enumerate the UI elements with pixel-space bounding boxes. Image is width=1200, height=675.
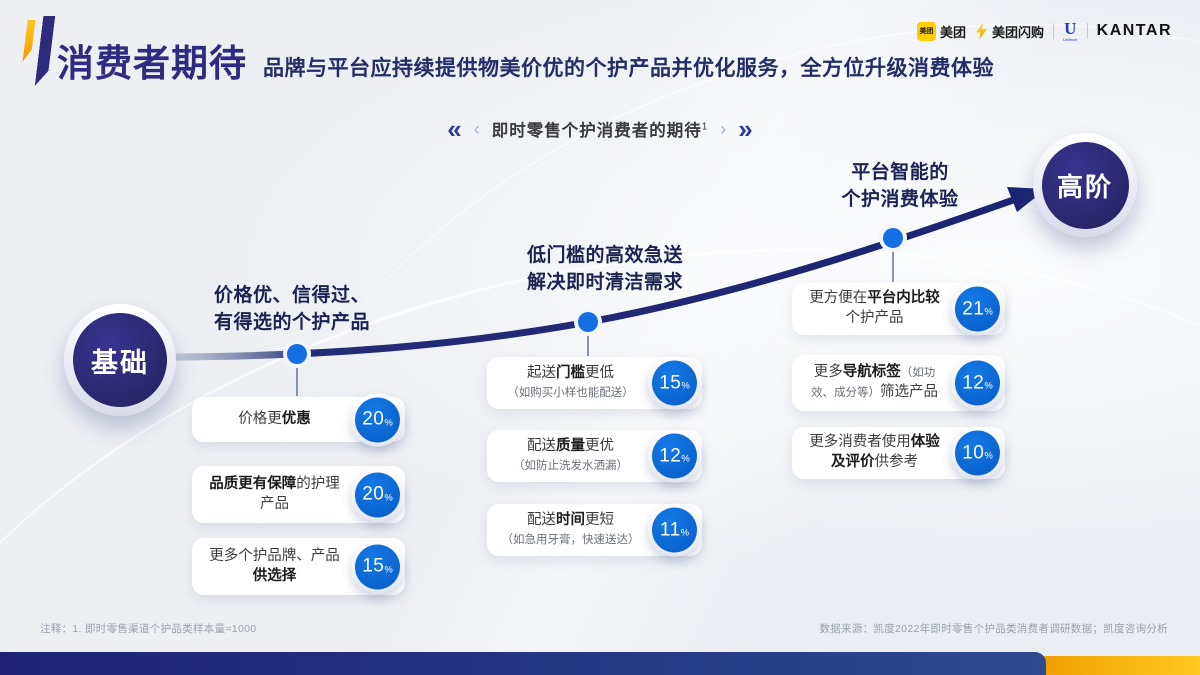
percent-badge: 15% [351, 540, 404, 593]
percent-badge: 12% [648, 429, 701, 483]
milestone-dot [578, 312, 598, 332]
section-banner: « ‹ 即时零售个护消费者的期待1 › » [0, 116, 1200, 142]
meituan-logo: 美团 美团 [916, 21, 966, 41]
chevron-left-small-icon: ‹ [473, 119, 480, 139]
logo-bar: 美团 美团 美团闪购 U Unilever KANTAR [916, 19, 1172, 42]
footnote-marker: 1 [701, 121, 709, 133]
bottom-bar-blue [0, 652, 1046, 675]
percent-badge: 11% [648, 503, 701, 557]
milestone-dot [287, 344, 307, 364]
banner-title: 即时零售个护消费者的期待1 [491, 121, 709, 141]
percent-badge: 20% [351, 393, 404, 446]
start-node: 基础 [64, 304, 176, 416]
page-title: 消费者期待 [57, 43, 247, 84]
footnote-left: 注释：1. 即时零售渠道个护品类样本量=1000 [40, 623, 257, 635]
stage-3-title: 平台智能的 个护消费体验 [841, 162, 959, 210]
stage-2-title: 低门槛的高效急送 解决即时清洁需求 [526, 245, 683, 293]
percent-badge: 10% [951, 426, 1004, 480]
page-subtitle: 品牌与平台应持续提供物美价优的个护产品并优化服务，全方位升级消费体验 [263, 57, 994, 80]
meituan-badge-icon: 美团 [916, 21, 936, 41]
percent-badge: 20% [351, 468, 404, 521]
start-node-label: 基础 [73, 313, 167, 407]
end-node: 高阶 [1033, 133, 1137, 237]
chevron-right-small-icon: › [720, 119, 727, 139]
expectation-card: 起送门槛更低（如购买小样也能配送） 15% [487, 356, 702, 410]
lightning-icon [976, 22, 987, 40]
stage-1-title: 价格优、信得过、 有得选的个护产品 [213, 285, 370, 333]
logo-separator [1052, 23, 1054, 39]
percent-badge: 12% [951, 356, 1004, 410]
expectation-card: 更方便在平台内比较个护产品 21% [792, 282, 1005, 336]
milestone-dot [883, 228, 903, 248]
footnote-source: 数据来源：凯度2022年即时零售个护品类消费者调研数据；凯度咨询分析 [819, 623, 1168, 635]
percent-badge: 15% [648, 356, 701, 410]
chevron-left-icon: « [447, 114, 462, 144]
unilever-u-icon: U [1064, 19, 1077, 38]
expectation-card: 配送时间更短（如急用牙膏，快速送达） 11% [487, 503, 702, 557]
expectation-card: 更多个护品牌、产品供选择 15% [192, 538, 405, 595]
end-node-label: 高阶 [1041, 141, 1129, 229]
expectation-card: 品质更有保障的护理产品 20% [192, 466, 405, 523]
unilever-logo: U Unilever [1062, 19, 1078, 42]
expectation-card: 更多导航标签（如功效、成分等）筛选产品 12% [792, 355, 1005, 411]
meituan-flash-logo: 美团闪购 [975, 22, 1044, 41]
chevron-right-icon: » [738, 114, 753, 144]
expectation-card: 配送质量更优（如防止洗发水洒漏） 12% [487, 429, 702, 483]
logo-separator [1086, 23, 1088, 39]
expectation-card: 更多消费者使用体验及评价供参考 10% [792, 426, 1005, 480]
expectation-card: 价格更优惠 20% [192, 393, 405, 446]
kantar-logo: KANTAR [1096, 22, 1172, 39]
bottom-bar-yellow [1030, 656, 1200, 675]
percent-badge: 21% [951, 282, 1004, 336]
